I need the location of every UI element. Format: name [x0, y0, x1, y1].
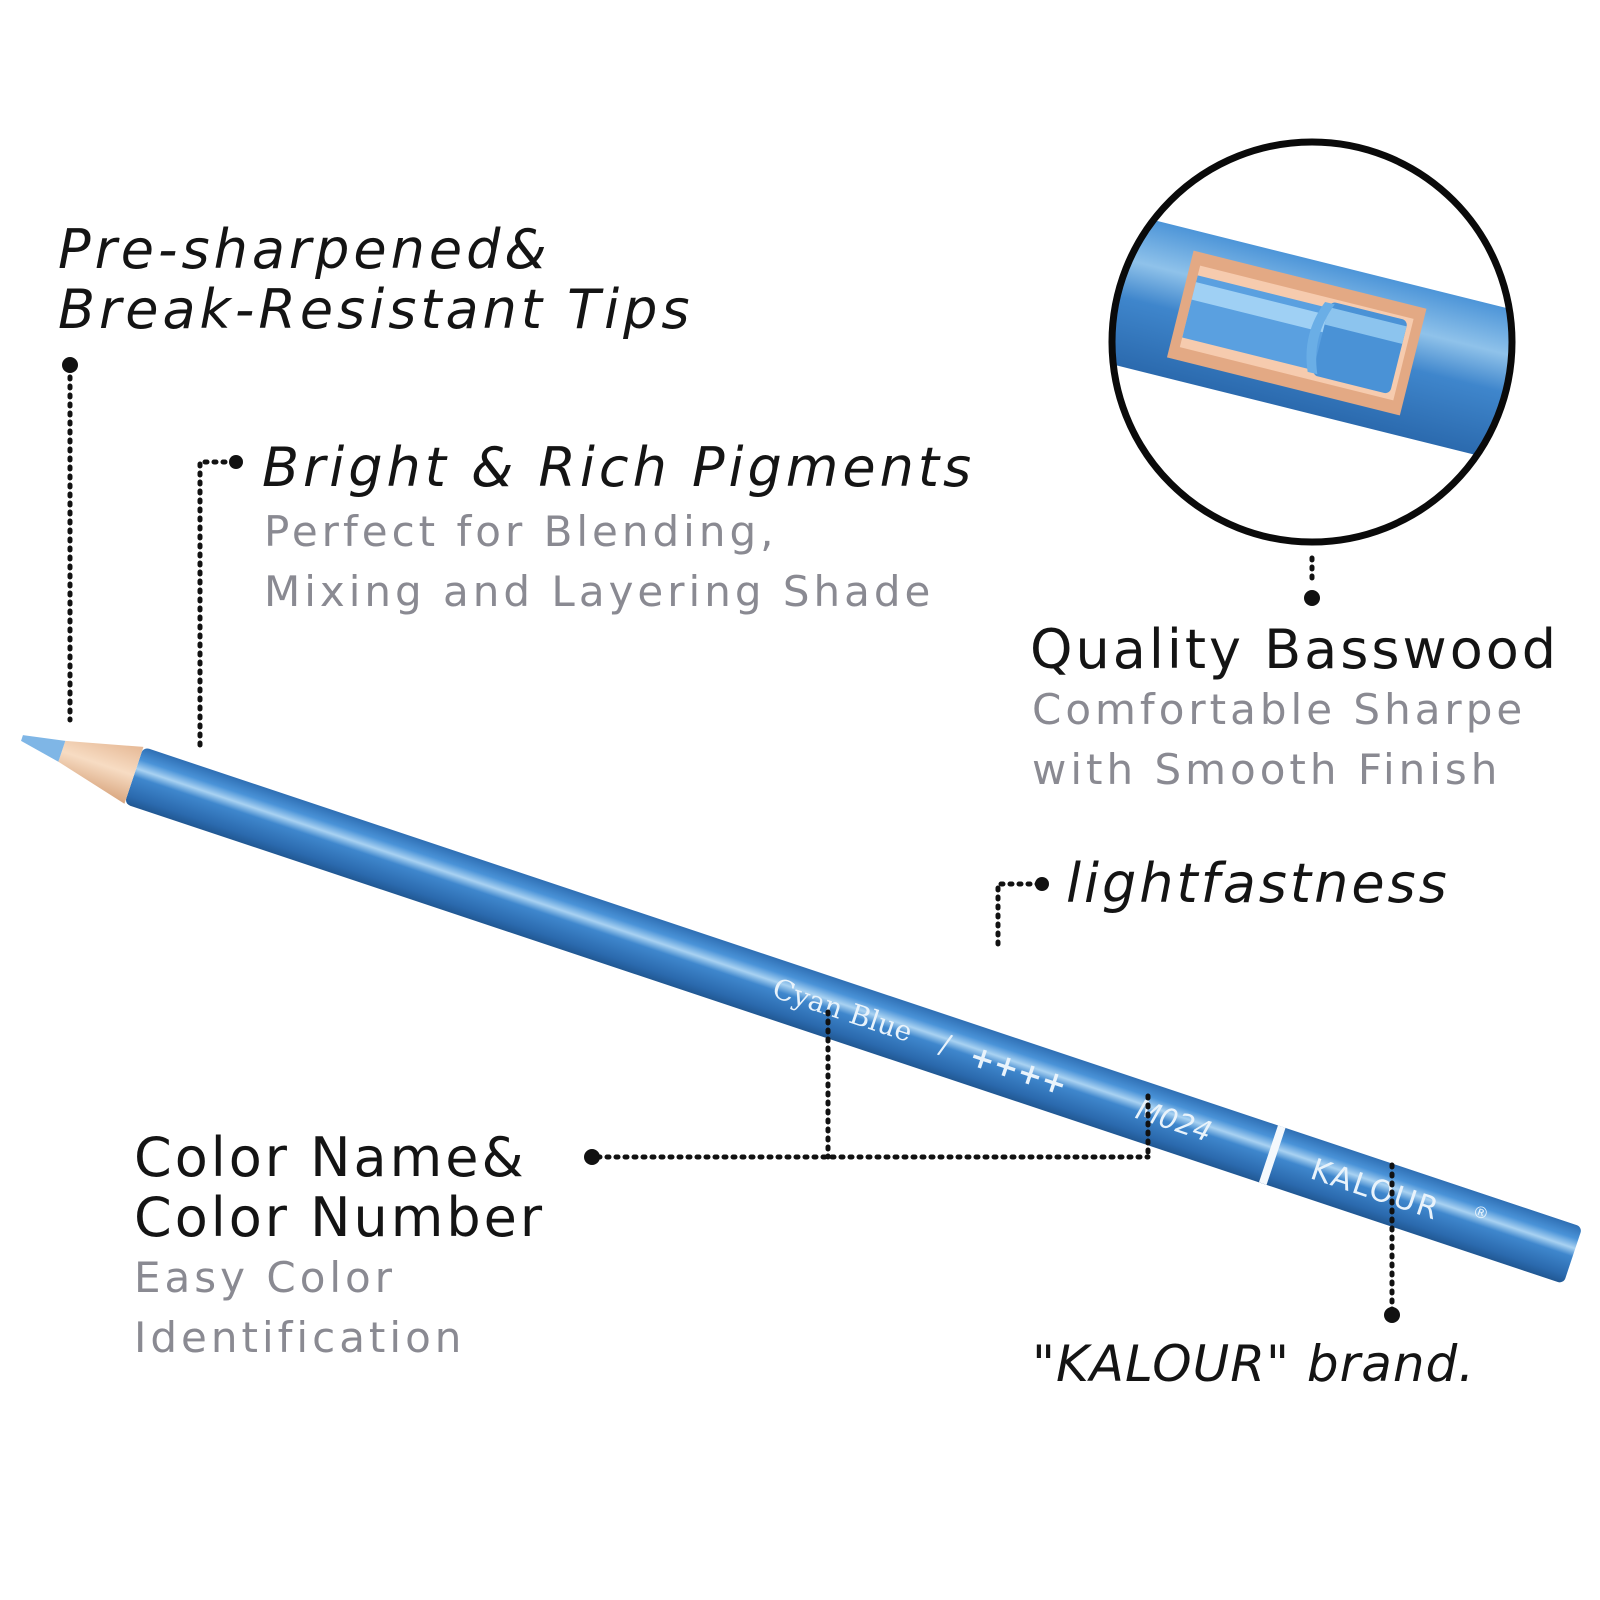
leader-dot-lightfastness [1035, 877, 1049, 891]
color-name-title-line1: Color Name& [134, 1126, 527, 1189]
basswood-desc-line2: with Smooth Finish [1032, 745, 1502, 794]
pencil-lead-tip [21, 735, 66, 762]
pencil-wood-cone [58, 740, 144, 804]
color-name-title-line2: Color Number [134, 1186, 546, 1249]
leader-dot-pigments [229, 455, 243, 469]
lightfastness-title: lightfastness [1066, 852, 1450, 915]
tips-title-line2: Break-Resistant Tips [58, 278, 694, 341]
pencil-band [1258, 1125, 1286, 1185]
pencil-brand-mark: ® [1470, 1201, 1491, 1224]
basswood-desc-line1: Comfortable Sharpe [1032, 685, 1527, 734]
pigments-title: Bright & Rich Pigments [262, 436, 976, 499]
pigments-desc-line2: Mixing and Layering Shade [264, 567, 935, 616]
basswood-title: Quality Basswood [1030, 618, 1560, 681]
leader-dot-brand [1384, 1307, 1400, 1323]
leader-dot-basswood [1304, 590, 1320, 606]
brand-title: "KALOUR" brand. [1032, 1335, 1476, 1393]
cross-section-magnifier [1108, 138, 1516, 546]
tips-title-line1: Pre-sharpened& [58, 218, 551, 281]
color-name-desc-line1: Easy Color [134, 1253, 397, 1302]
pencil-body [126, 748, 1581, 1283]
leader-pigments [197, 459, 239, 748]
leader-dot-tips [62, 357, 78, 373]
leader-dot-color-name [584, 1149, 600, 1165]
leader-color-name [595, 1009, 1151, 1160]
leader-lightfastness [995, 881, 1043, 947]
pigments-desc-line1: Perfect for Blending, [264, 507, 778, 556]
color-name-desc-line2: Identification [134, 1313, 466, 1362]
